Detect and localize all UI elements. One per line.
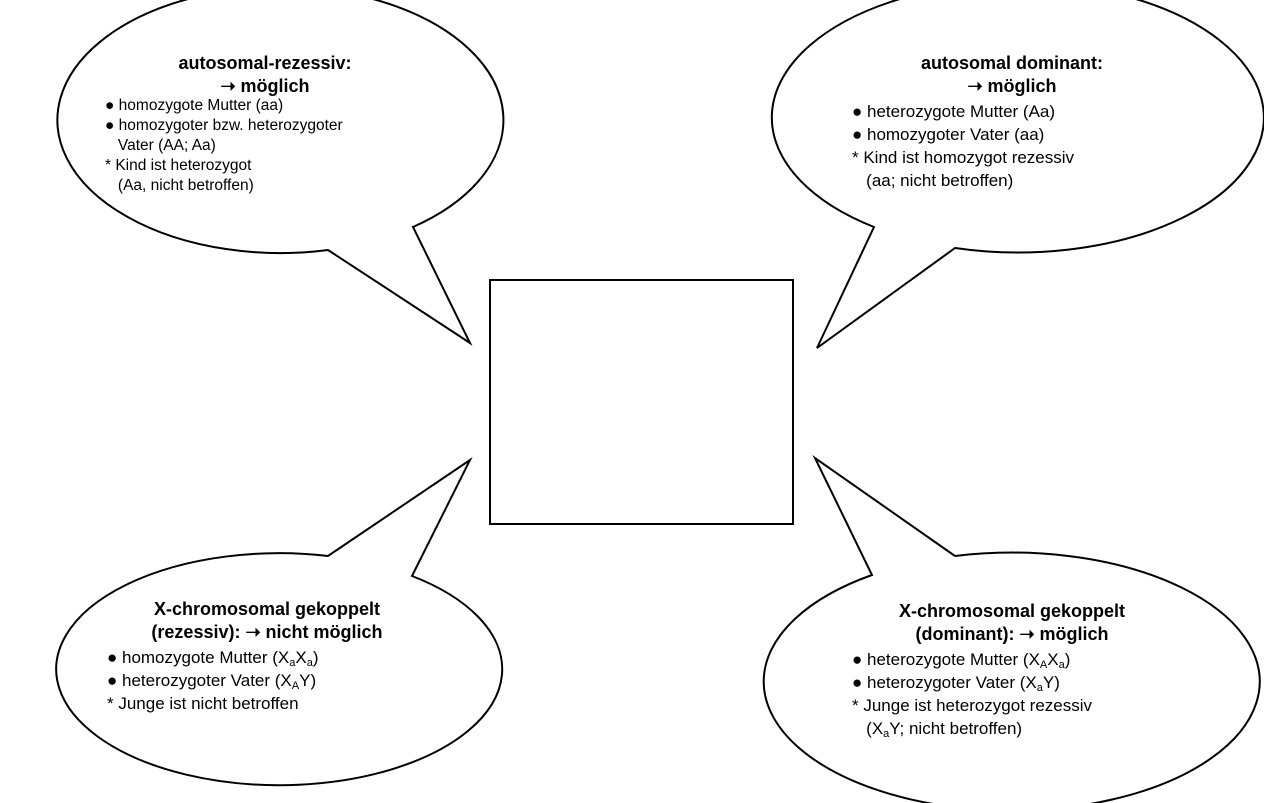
bubble-title-line: (dominant): ➝ möglich — [915, 624, 1109, 644]
center-box — [489, 279, 794, 525]
bubble-line: ● homozygote Mutter (XaXa) — [107, 648, 319, 669]
bubble-bottom-left-text: X-chromosomal gekoppelt (rezessiv): ➝ ni… — [107, 598, 427, 715]
bubble-line: ● heterozygote Mutter (XAXa) — [852, 650, 1071, 671]
bubble-line: * Kind ist homozygot rezessiv — [852, 148, 1075, 167]
bubble-line: ● heterozygote Mutter (Aa) — [852, 102, 1056, 121]
bubble-line: * Kind ist heterozygot — [105, 157, 252, 174]
bubble-line: * Junge ist nicht betroffen — [107, 694, 299, 713]
bubble-top-right-text: autosomal dominant: ➝ möglich ● heterozy… — [852, 52, 1182, 192]
bubble-line: ● homozygoter Vater (aa) — [852, 125, 1045, 144]
bubble-title-line: autosomal dominant: — [920, 53, 1103, 73]
bubble-line: (Aa, nicht betroffen) — [105, 177, 254, 194]
speech-bubble-bottom-left — [55, 457, 504, 787]
bubble-line: (aa; nicht betroffen) — [852, 171, 1014, 190]
bubble-line: ● homozygote Mutter (aa) — [105, 97, 284, 114]
bubble-title-line: ➝ möglich — [967, 76, 1057, 96]
bubble-title-line: ➝ möglich — [220, 76, 310, 96]
bubble-line: ● heterozygoter Vater (XaY) — [852, 673, 1060, 694]
bubble-bottom-right-text: X-chromosomal gekoppelt (dominant): ➝ mö… — [852, 600, 1182, 740]
speech-bubble-bottom-right — [762, 454, 1261, 803]
bubble-top-left-text: autosomal-rezessiv: ➝ möglich ● homozygo… — [105, 52, 430, 196]
bubble-title-line: autosomal-rezessiv: — [178, 53, 352, 73]
bubble-line: (XaY; nicht betroffen) — [852, 719, 1023, 740]
speech-bubble-top-left — [56, 0, 505, 346]
bubble-line: ● homozygoter bzw. heterozygoter — [105, 117, 343, 134]
bubble-title-line: (rezessiv): ➝ nicht möglich — [151, 622, 383, 642]
bubble-line: * Junge ist heterozygot rezessiv — [852, 696, 1093, 715]
bubble-title-line: X-chromosomal gekoppelt — [898, 601, 1126, 621]
bubble-line: ● heterozygoter Vater (XAY) — [107, 671, 317, 692]
bubble-title-line: X-chromosomal gekoppelt — [153, 599, 381, 619]
speech-bubble-top-right — [770, 0, 1264, 349]
bubble-line: Vater (AA; Aa) — [105, 137, 216, 154]
